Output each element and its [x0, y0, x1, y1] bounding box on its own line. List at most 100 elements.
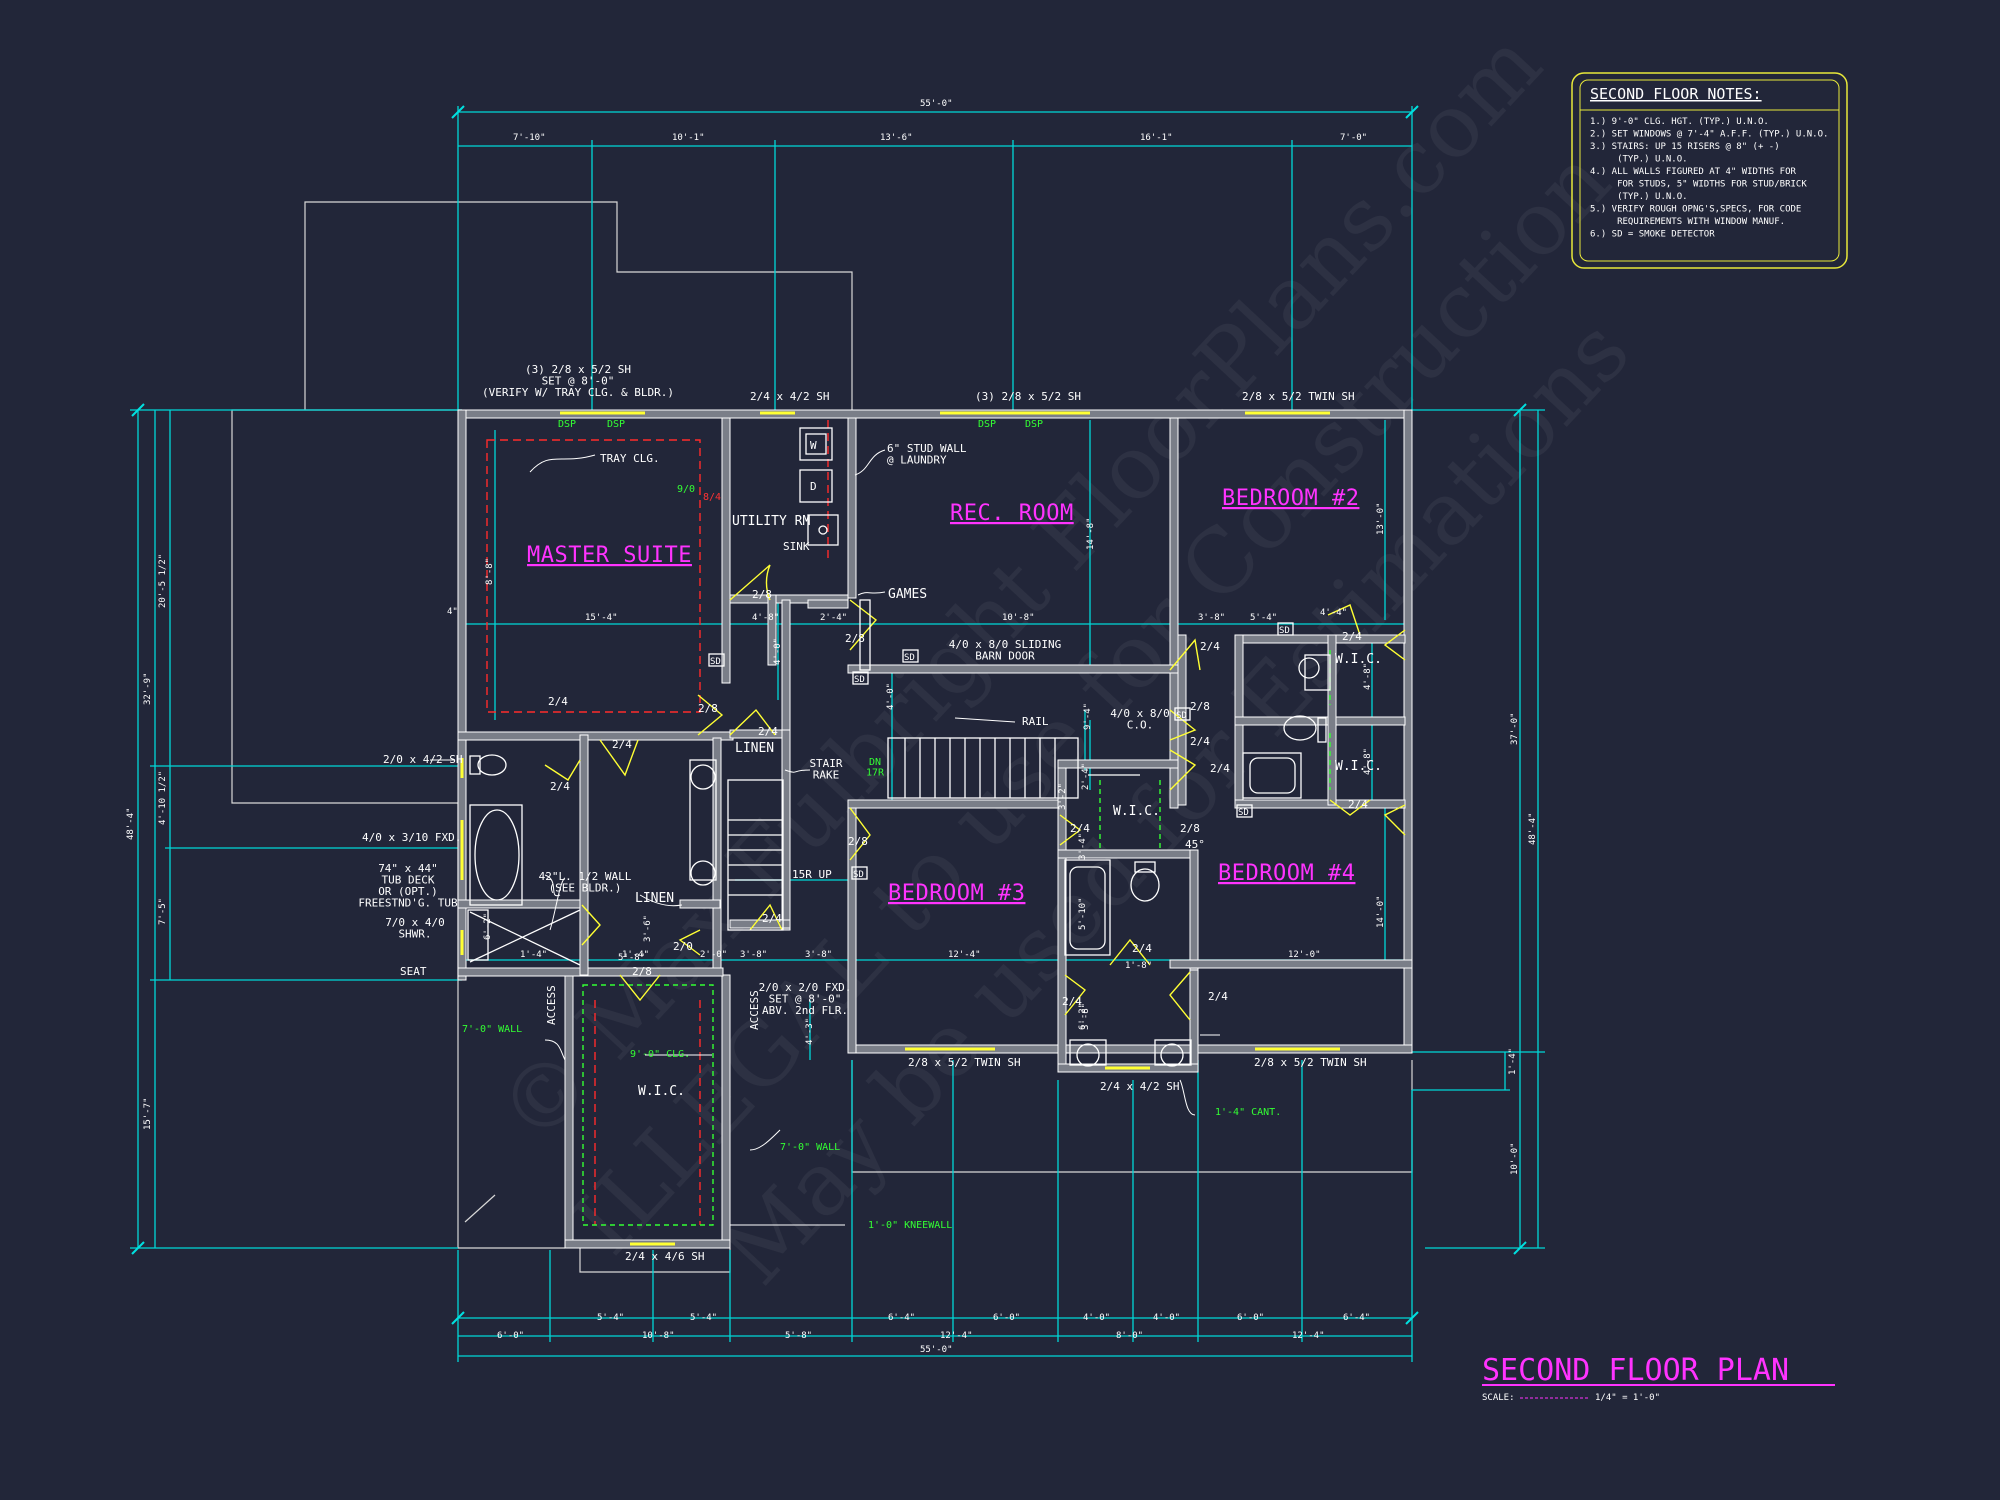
dim-bottom-2: 6'-0"	[497, 1331, 524, 1341]
interior-dimension: 2'-0"	[700, 950, 727, 960]
label-linen-1: LINEN	[735, 741, 774, 756]
note-line: 3.) STAIRS: UP 15 RISERS @ 8" (+ -)	[1590, 142, 1780, 152]
interior-dimension: 3'-8"	[805, 950, 832, 960]
room-master-suite: MASTER SUITE	[527, 543, 692, 568]
interior-dimension: 13'-0"	[1376, 502, 1386, 535]
notes-heading: SECOND FLOOR NOTES:	[1590, 85, 1762, 103]
note-line: (TYP.) U.N.O.	[1590, 155, 1688, 165]
note-line: (TYP.) U.N.O.	[1590, 192, 1688, 202]
dim-bottom-1: 6'-0"	[1237, 1313, 1264, 1323]
interior-dimension: 3'-6"	[643, 915, 653, 942]
interior-dimension: 1'-8"	[1125, 961, 1152, 971]
smoke-detector: SD	[851, 866, 868, 880]
tray-ceiling-outline	[486, 420, 829, 1225]
interior-dimension: 2'-4"	[1081, 763, 1091, 790]
interior-dimension: 3'-2"	[1058, 783, 1068, 810]
door-size-label: 2/8	[848, 835, 868, 848]
red-label-8-4: 8/4	[703, 492, 721, 503]
note-line: 4.) ALL WALLS FIGURED AT 4" WIDTHS FOR	[1590, 167, 1796, 177]
dim-left-overall: 48'-4"	[126, 807, 136, 840]
dim-overall-top: 55'-0"	[920, 99, 953, 109]
label-linen-2: LINEN	[635, 891, 674, 906]
label-seat: SEAT	[400, 965, 427, 978]
label-up: 15R UP	[792, 868, 832, 881]
title-block: SECOND FLOOR PLAN SCALE: 1/4" = 1'-0"	[1482, 1353, 1835, 1403]
window-bedroom-3: 2/8 x 5/2 TWIN SH	[908, 1056, 1021, 1069]
note-dsp-2: DSP	[607, 419, 625, 430]
door-size-label: 2/4	[1190, 735, 1210, 748]
note-dsp-4: DSP	[1025, 419, 1043, 430]
note-line: 6.) SD = SMOKE DETECTOR	[1590, 230, 1715, 240]
dim-bottom-1: 5'-4"	[597, 1313, 624, 1323]
dim-bottom-2: 12'-4"	[940, 1331, 973, 1341]
svg-text:SD: SD	[854, 675, 865, 685]
room-bedroom-4: BEDROOM #4	[1218, 861, 1355, 886]
dim-left-c2: 4'-10 1/2"	[158, 771, 168, 825]
svg-text:SD: SD	[1279, 626, 1290, 636]
label-tray-ceiling: TRAY CLG.	[600, 452, 660, 465]
door-size-label: 2/4	[1208, 990, 1228, 1003]
svg-text:SD: SD	[710, 657, 721, 667]
door-size-label: 2/4	[1070, 822, 1090, 835]
label-fixed-4-0: 4/0 x 3/10 FXD.	[362, 831, 461, 844]
scale-value: 1/4" = 1'-0"	[1595, 1393, 1660, 1403]
door-size-label: 2/4	[612, 738, 632, 751]
interior-dimension: 5'-10"	[1078, 897, 1088, 930]
dim-bottom-2: 8'-0"	[1116, 1331, 1143, 1341]
dim-top: 16'-1"	[1140, 133, 1173, 143]
dim-left-b: 15'-7"	[143, 1097, 153, 1130]
smoke-detectors: SD SD SD SD SD SD SD	[708, 622, 1294, 880]
leader-lines	[430, 449, 1220, 1226]
interior-dimension: 3'-8"	[1081, 1003, 1091, 1030]
note-7ft-wall-right: 7'-0" WALL	[780, 1142, 840, 1153]
dim-right-c: 1'-4"	[1508, 1048, 1518, 1075]
label-wic-master: W.I.C.	[638, 1084, 685, 1099]
interior-walls	[457, 417, 1413, 977]
dim-top: 13'-6"	[880, 133, 913, 143]
interior-dimension: 14'-0"	[1376, 895, 1386, 928]
label-half-wall: 42"L. 1/2 WALL(SEE BLDR.)	[539, 870, 632, 895]
smoke-detector: SD	[1277, 622, 1294, 636]
dim-bottom-2: 12'-4"	[1292, 1331, 1325, 1341]
door-size-label: 2/8	[752, 588, 772, 601]
dim-top: 10'-1"	[672, 133, 705, 143]
window-utility: 2/4 x 4/2 SH	[750, 390, 829, 403]
dim-right-a: 37'-0"	[1510, 712, 1520, 745]
interior-dimension: 2'-4"	[820, 613, 847, 623]
svg-text:SD: SD	[1238, 808, 1249, 818]
note-line: FOR STUDS, 5" WIDTHS FOR STUD/BRICK	[1590, 180, 1807, 190]
interior-dimension: 5'-4"	[1250, 613, 1277, 623]
stair-treads-lower	[728, 819, 783, 896]
dim-bottom-2: 10'-8"	[642, 1331, 675, 1341]
door-size-label: 2/4	[762, 912, 782, 925]
label-window-2-0: 2/0 x 4/2 SH	[383, 753, 462, 766]
interior-dimension: 4'-0"	[886, 683, 896, 710]
door-swings	[544, 564, 1406, 1021]
label-wic-bed3-4: W.I.C.	[1113, 804, 1160, 819]
dim-bottom-1: 4'-0"	[1083, 1313, 1110, 1323]
door-size-label: 2/4	[548, 695, 568, 708]
door-size-label: 2/4	[1342, 630, 1362, 643]
window-bath-3-4: 2/4 x 4/2 SH	[1100, 1080, 1179, 1093]
smoke-detector: SD	[902, 649, 919, 663]
label-wic-bed2-upper: W.I.C.	[1335, 652, 1382, 667]
scale-label: SCALE:	[1482, 1393, 1515, 1403]
note-line: REQUIREMENTS WITH WINDOW MANUF.	[1590, 217, 1785, 227]
note-line: 1.) 9'-0" CLG. HGT. (TYP.) U.N.O.	[1590, 117, 1769, 127]
interior-dimension: 15'-4"	[585, 613, 618, 623]
label-sink: SINK	[783, 540, 810, 553]
green-notes: 7'-0" WALL 7'-0" WALL 9'-0" CLG. 1'-0" K…	[462, 419, 1043, 1231]
door-size-label: 2/4	[1200, 640, 1220, 653]
dim-bottom-2: 5'-8"	[785, 1331, 812, 1341]
door-size-label: 2/4	[550, 780, 570, 793]
label-rail: RAIL	[1022, 715, 1049, 728]
door-size-label: 2/4	[1132, 942, 1152, 955]
smoke-detector: SD	[708, 653, 725, 667]
interior-dimension: 14'-8"	[1086, 517, 1096, 550]
interior-dimension: 4'-8"	[752, 613, 779, 623]
room-bedroom-3: BEDROOM #3	[888, 881, 1025, 906]
